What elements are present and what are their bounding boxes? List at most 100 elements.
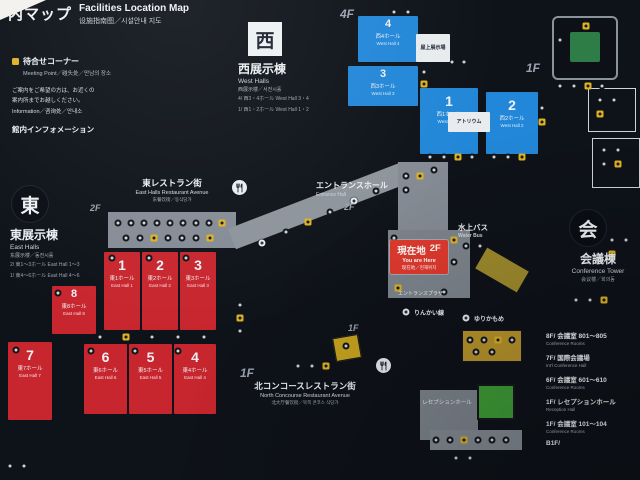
east-name-en: East Halls — [10, 244, 40, 251]
galleria-walkway — [228, 162, 408, 250]
floor-rooms-ja: 国際会議場 — [557, 355, 590, 362]
east-hall-3: 3 東3ホール East Hall 3 — [180, 252, 216, 330]
hall-name-en: East Hall 2 — [149, 283, 171, 288]
facility-marker-icon — [468, 153, 476, 161]
outlined-facility-box-2 — [592, 138, 640, 188]
floor-code: B1F/ — [546, 440, 561, 447]
east-restaurant-concourse — [108, 212, 236, 248]
floor-label-2f-east: 2F — [90, 203, 101, 213]
map-header: 内マップ Facilities Location Map 设施指南图／시설안내 … — [8, 3, 189, 26]
conference-floor-item: 1F/ 会議室 101〜104 Conference Rooms — [546, 418, 638, 434]
hall-number: 2 — [508, 97, 516, 113]
hall-number: 6 — [101, 349, 110, 365]
facility-marker-icon — [420, 80, 428, 88]
facility-marker-icon — [440, 153, 448, 161]
garden-area — [477, 384, 515, 420]
east-floor-line: 1/ 東4〜6ホール East Hall 4〜6 — [10, 272, 80, 279]
entrance-corridor — [398, 162, 448, 232]
west-floor-line: 4/ 西3・4ホール West Hall 3・4 — [238, 96, 309, 102]
east-hall-1: 1 東1ホール East Hall 1 — [104, 252, 140, 330]
hall-number: 1 — [118, 257, 126, 273]
floor-rooms-ja: 会議室 101〜104 — [557, 421, 607, 428]
east-hall-2: 2 東2ホール East Hall 2 — [142, 252, 178, 330]
north-restaurant-multi: 北大厅餐饮街／북쪽 콘코스 식당가 — [271, 400, 339, 405]
conference-entrance-concourse — [430, 430, 522, 450]
floor-rooms-en: Conference Rooms — [546, 385, 585, 390]
west-name-en: West Halls — [238, 78, 269, 85]
water-bus-ja: 水上バス — [458, 223, 488, 232]
hall-name-ja: 東5ホール — [137, 368, 164, 374]
west-name-ja: 西展示棟 — [238, 62, 287, 76]
map-title-en: Facilities Location Map — [79, 3, 190, 14]
you-are-here-multi: 现在地／현재위치 — [401, 265, 437, 270]
hall-name-en: West Hall 2 — [500, 123, 524, 128]
reception-hall-label: レセプションホール — [422, 400, 472, 406]
hall-name-ja: 東3ホール — [185, 276, 211, 282]
west-floor-line: 1/ 西1・2ホール West Hall 1・2 — [238, 106, 309, 113]
hall-name-ja: 東6ホール — [92, 368, 119, 374]
north-restaurant-en: North Concourse Restaurant Avenue — [260, 393, 350, 399]
facility-marker-icon — [572, 296, 580, 304]
legend-info-line: Information／咨询处／안내소 — [12, 108, 83, 115]
rooftop-exhibition-box: 屋上展示場 — [416, 34, 450, 62]
west-name-multi: 西展示楼／서전시홀 — [238, 87, 282, 93]
entrance-hall-en: Entrance Hall — [316, 192, 347, 198]
floor-rooms-ja: 会議室 801〜805 — [557, 333, 607, 340]
info-counter-label: 館内インフォメーション — [12, 125, 95, 135]
floor-code: 7F/ — [546, 355, 556, 362]
facility-marker-icon — [608, 236, 616, 244]
conference-floor-item: 6F/ 会議室 601〜610 Conference Rooms — [546, 374, 638, 390]
hall-name-en: East Hall 6 — [94, 375, 117, 380]
you-are-here-floor: 2F — [429, 243, 441, 254]
hall-name-ja: 西4ホール — [375, 34, 401, 40]
inset-map-box — [552, 16, 618, 80]
conference-tower-badge: 会 — [570, 210, 606, 246]
floor-code: 6F/ — [546, 377, 556, 384]
hall-number: 7 — [26, 347, 34, 363]
facility-marker-icon — [308, 362, 316, 370]
floor-rooms-en: Conference Rooms — [546, 341, 585, 346]
facility-marker-icon — [6, 462, 14, 470]
conference-floor-item: 8F/ 会議室 801〜805 Conference Rooms — [546, 330, 638, 346]
conference-name-multi: 会议楼／회의동 — [581, 277, 615, 283]
east-hall-8: 8 東8ホール East Hall 8 — [52, 286, 96, 334]
hall-name-en: East Hall 1 — [111, 283, 133, 288]
station-walkway — [475, 247, 529, 293]
hall-name-en: West Hall 4 — [376, 41, 400, 46]
legend-panel: 待合せコーナー Meeting Point／碰头处／만남의 장소 ご案内をご希望… — [12, 56, 134, 135]
facility-marker-icon — [236, 301, 244, 309]
facility-marker-icon — [174, 333, 182, 341]
north-restaurant-label: 北コンコースレストラン街 North Concourse Restaurant … — [238, 380, 372, 406]
north-restaurant-ja: 北コンコースレストラン街 — [254, 381, 356, 391]
facility-marker-icon — [570, 82, 578, 90]
hall-name-ja: 東1ホール — [109, 276, 135, 282]
facility-marker-icon — [600, 296, 608, 304]
facility-marker-icon — [586, 296, 594, 304]
facility-marker-icon — [20, 462, 28, 470]
facility-marker-icon — [200, 333, 208, 341]
floor-label-2f-center: 2F — [344, 202, 355, 212]
outlined-facility-box-1 — [588, 88, 636, 132]
east-hall-7: 7 東7ホール East Hall 7 — [8, 342, 52, 420]
meeting-point-icon — [12, 58, 19, 65]
west-hall-4: 4 西4ホール West Hall 4 — [358, 16, 418, 62]
facility-marker-icon — [420, 68, 428, 76]
conference-floor-item: 1F/ レセプションホール Reception Hall — [546, 396, 638, 412]
conference-floor-list: 8F/ 会議室 801〜805 Conference Rooms 7F/ 国際会… — [546, 330, 638, 453]
rinkai-line-label: りんかい線 — [414, 311, 445, 317]
hall-number: 8 — [70, 288, 78, 300]
inset-map-area — [570, 32, 600, 62]
east-hall-5: 5 東5ホール East Hall 5 — [129, 344, 172, 414]
facility-marker-icon — [460, 58, 468, 66]
facility-marker-icon — [294, 362, 302, 370]
yurikamome-label: ゆりかもめ — [474, 317, 505, 323]
water-bus-en: Water Bus — [458, 233, 483, 239]
you-are-here-badge: 現在地 2F You are Here 现在地／현재위치 — [390, 240, 448, 274]
facility-marker-icon — [452, 454, 460, 462]
entrance-hall-label: エントランスホール Entrance Hall — [316, 180, 388, 198]
legend-info-line: 案内所までお越しください。 — [12, 98, 84, 105]
entrance-plaza-label: エントランスプラザ — [398, 291, 443, 297]
facility-marker-icon — [322, 362, 330, 370]
hall-name-en: East Hall 5 — [139, 375, 162, 380]
